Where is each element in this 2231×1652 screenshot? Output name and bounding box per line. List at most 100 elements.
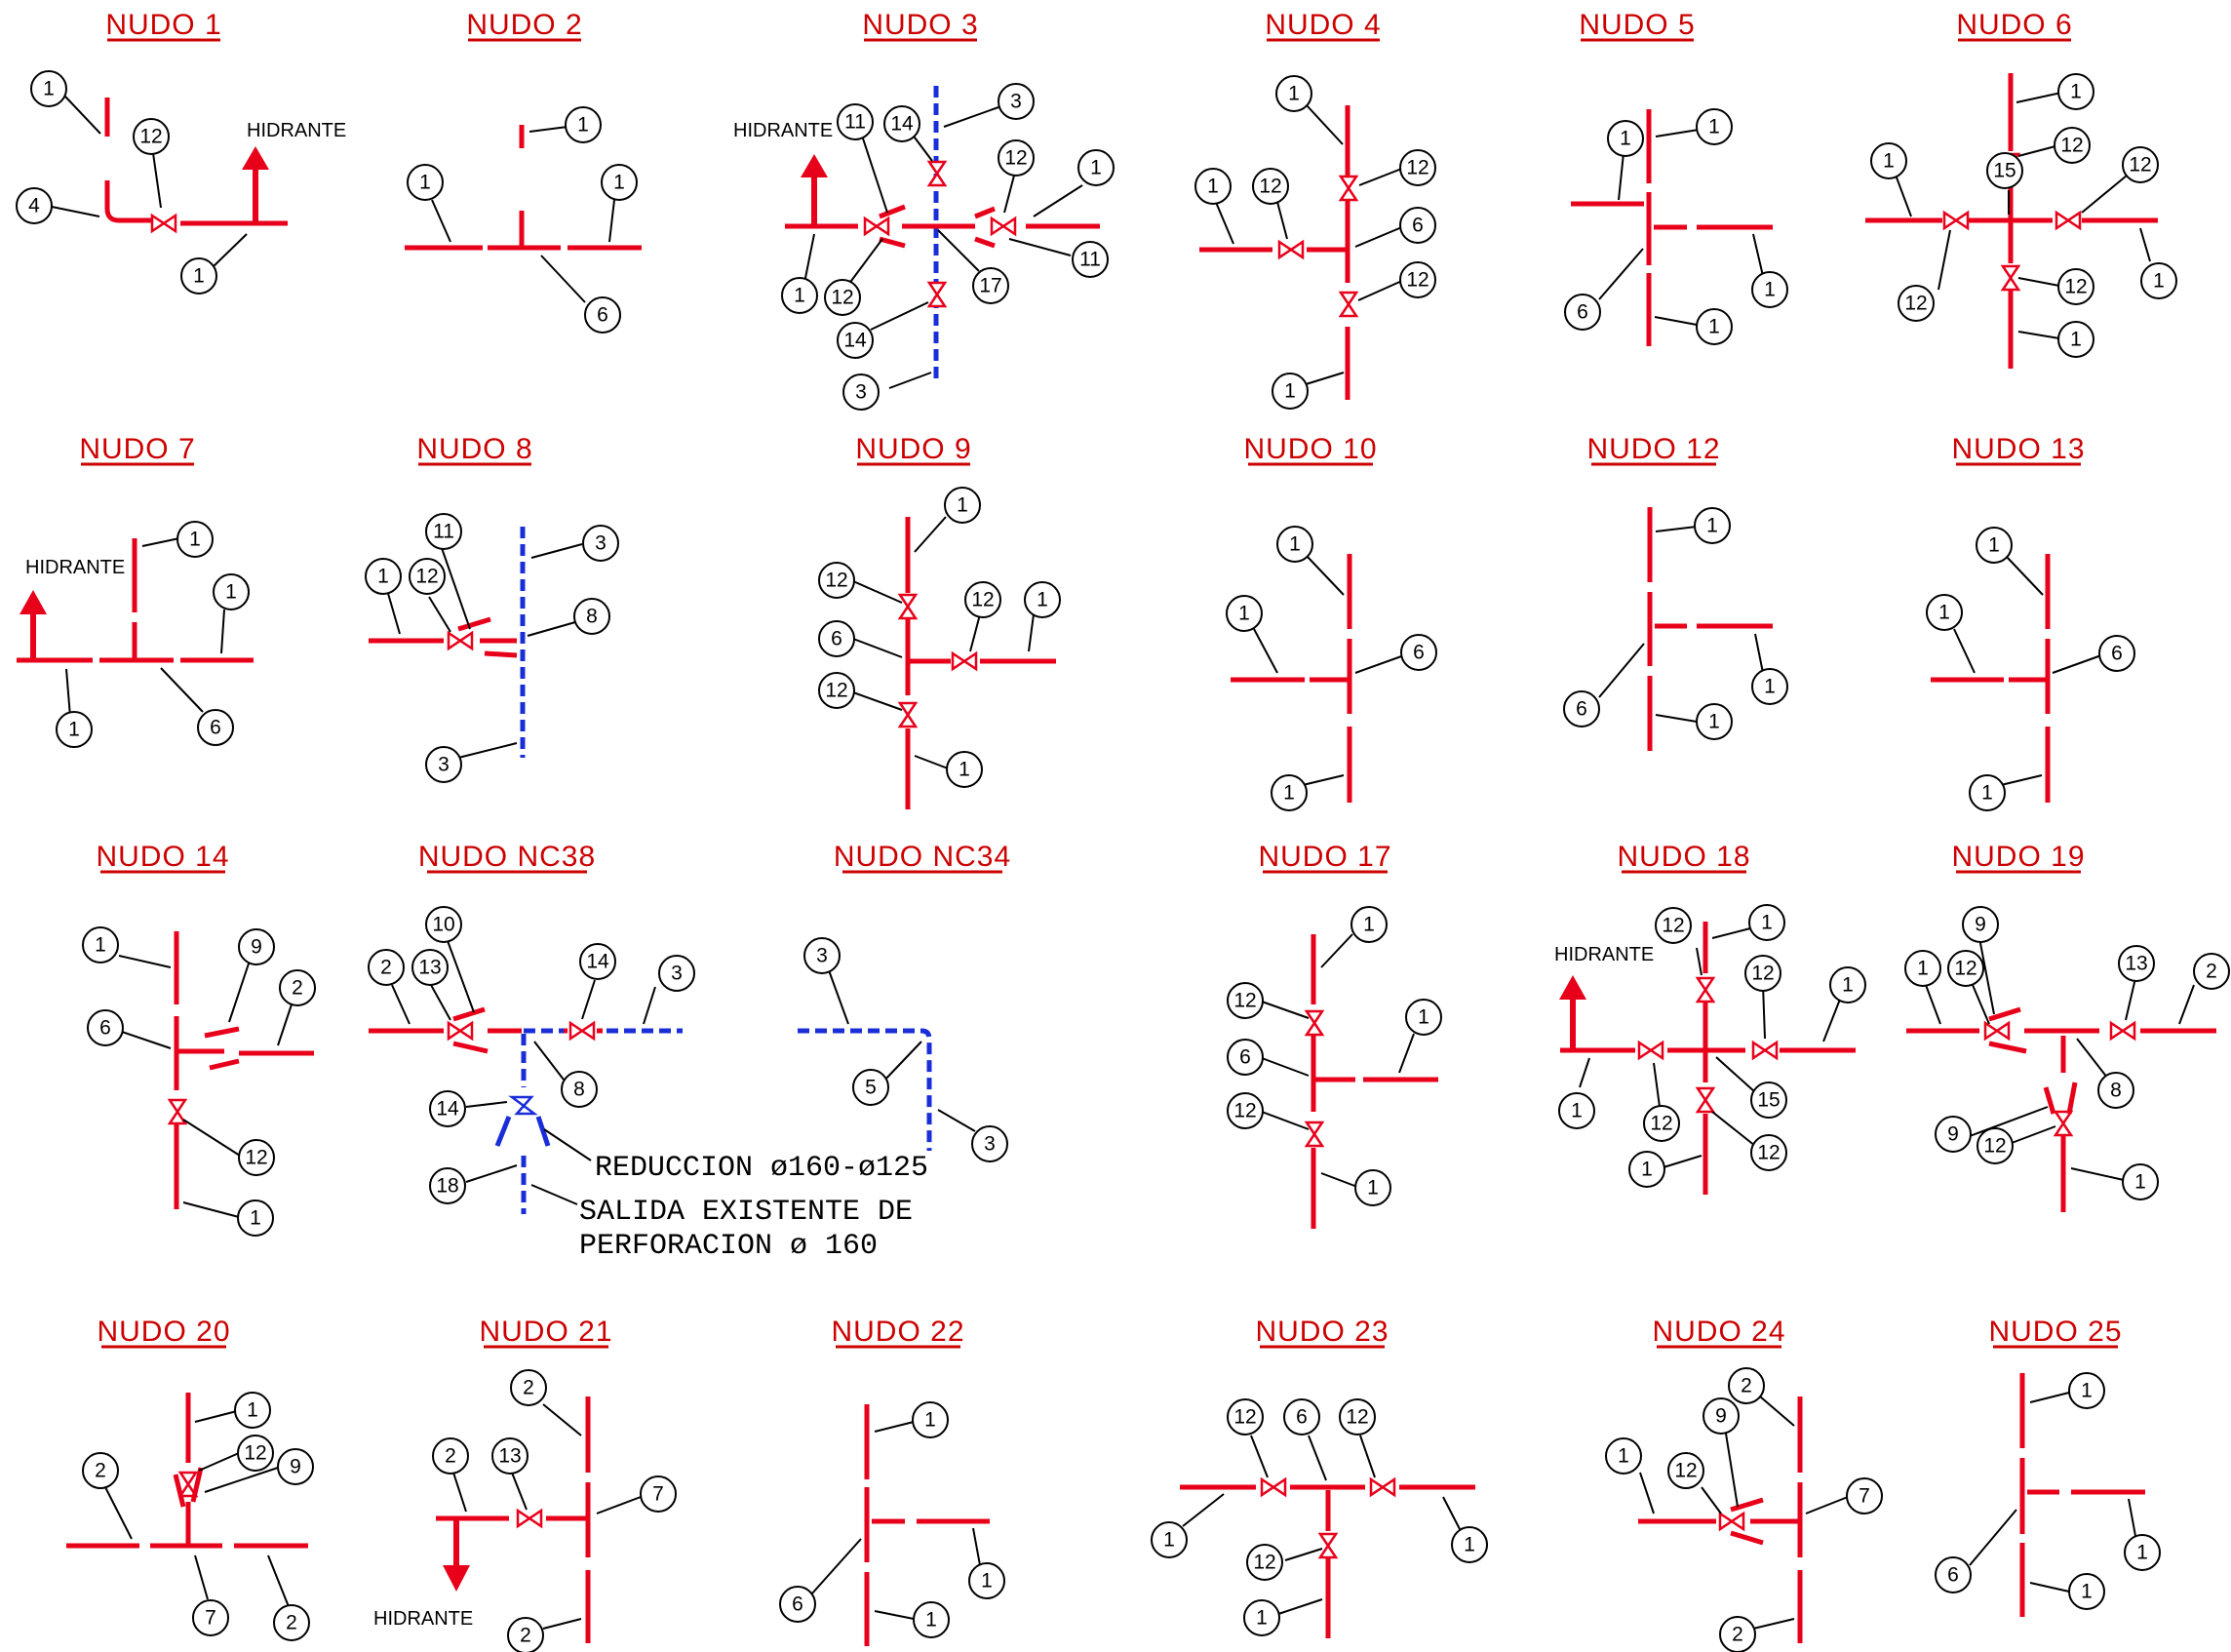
svg-text:8: 8	[586, 606, 598, 628]
svg-text:1: 1	[250, 1207, 261, 1230]
hydrant-label: HIDRANTE	[247, 120, 346, 141]
svg-text:1: 1	[1764, 279, 1776, 301]
callout-bubble: 1	[1969, 774, 2006, 811]
callout-bubble: 12	[1977, 1127, 2014, 1164]
callout-bubble: 11	[1072, 241, 1109, 278]
svg-text:12: 12	[1406, 157, 1429, 179]
svg-text:7: 7	[1859, 1485, 1870, 1508]
callout-bubble: 1	[1077, 149, 1115, 186]
callout-bubble: 6	[1400, 634, 1437, 671]
svg-text:1: 1	[2081, 1581, 2093, 1603]
svg-text:12: 12	[1650, 1113, 1672, 1135]
svg-text:6: 6	[831, 628, 842, 650]
svg-text:12: 12	[1259, 176, 1281, 198]
svg-text:1: 1	[577, 114, 589, 137]
callout-bubble: 2	[279, 969, 316, 1006]
callout-bubble: 8	[561, 1071, 598, 1108]
callout-bubble: 1	[946, 751, 983, 788]
svg-text:3: 3	[984, 1133, 996, 1156]
callout-bubble: 1	[1194, 168, 1232, 205]
svg-text:1: 1	[1883, 150, 1895, 173]
svg-text:12: 12	[1662, 915, 1684, 937]
note-reduccion: REDUCCION ø160-ø125	[595, 1152, 928, 1185]
svg-text:1: 1	[193, 265, 205, 288]
svg-text:2: 2	[380, 957, 392, 979]
svg-text:15: 15	[1757, 1089, 1780, 1112]
svg-text:1: 1	[2153, 270, 2165, 293]
callout-bubble: 1	[365, 558, 402, 595]
callout-bubble: 2	[2193, 953, 2230, 990]
callout-bubble: 1	[1696, 108, 1733, 145]
callout-bubble: 1	[1748, 904, 1785, 941]
svg-text:1: 1	[1418, 1006, 1429, 1029]
callout-bubble: 1	[1558, 1092, 1595, 1129]
svg-text:12: 12	[1346, 1406, 1368, 1429]
callout-bubble: 1	[1607, 120, 1644, 157]
node-14-diagram: 1 9 2 6 12 1	[82, 926, 316, 1237]
callout-bubble: 6	[1564, 294, 1601, 331]
callout-bubble: 12	[1399, 149, 1436, 186]
svg-text:2: 2	[2206, 961, 2217, 983]
svg-text:8: 8	[573, 1079, 585, 1101]
callout-bubble: 12	[1252, 168, 1289, 205]
callout-bubble: 12	[998, 139, 1035, 177]
callout-bubble: 14	[837, 322, 874, 359]
callout-bubble: 12	[1898, 285, 1935, 322]
node-5-diagram: 1 1 6 1 1	[1564, 108, 1788, 346]
node-2-diagram: 1 1 1 6	[405, 106, 642, 334]
node-4-diagram: 1 12 1 12 6 12 1	[1194, 75, 1436, 410]
svg-text:1: 1	[247, 1399, 258, 1422]
callout-bubble: 1	[1350, 906, 1388, 943]
callout-bubble: 14	[579, 943, 616, 980]
hydrant-label: HIDRANTE	[733, 120, 833, 141]
node-title: NUDO 23	[1255, 1316, 1389, 1348]
node-7-diagram: HIDRANTE 1 1 1 6	[17, 521, 254, 748]
callout-bubble: 12	[1339, 1398, 1376, 1436]
node-title: NUDO 7	[79, 433, 195, 465]
svg-text:9: 9	[1975, 914, 1986, 936]
callout-bubble: 11	[425, 513, 462, 550]
svg-text:1: 1	[1917, 958, 1929, 980]
callout-bubble: 7	[640, 1475, 677, 1513]
svg-text:1: 1	[2070, 81, 2082, 103]
svg-text:1: 1	[1764, 676, 1776, 698]
svg-text:6: 6	[597, 304, 608, 327]
svg-text:6: 6	[792, 1593, 803, 1616]
svg-text:6: 6	[1413, 642, 1425, 664]
callout-bubble: 12	[238, 1139, 275, 1176]
node-title: NUDO 10	[1243, 433, 1377, 465]
svg-text:1: 1	[981, 1570, 993, 1593]
svg-text:14: 14	[843, 330, 867, 352]
callout-bubble: 2	[273, 1604, 310, 1641]
callout-bubble: 3	[842, 374, 880, 411]
svg-text:1: 1	[225, 581, 237, 604]
node-nc38-diagram: 10 2 13 14 3 8 14 18 REDUCCION ø160-ø125…	[368, 906, 928, 1263]
callout-bubble: 18	[429, 1167, 466, 1204]
callout-bubble: 1	[237, 1200, 274, 1237]
svg-text:12: 12	[2060, 135, 2083, 157]
callout-bubble: 1	[1904, 950, 1941, 987]
svg-text:12: 12	[1904, 293, 1927, 315]
node-title: NUDO 1	[105, 9, 221, 41]
callout-bubble: 12	[237, 1435, 274, 1472]
callout-bubble: 6	[87, 1009, 124, 1046]
node-21-diagram: HIDRANTE 2 2 13 7 2	[373, 1369, 677, 1652]
node-title: NUDO 13	[1951, 433, 2085, 465]
callout-bubble: 14	[883, 105, 920, 142]
node-10-diagram: 1 1 6 1	[1226, 526, 1437, 811]
node-title: NUDO 5	[1579, 9, 1695, 41]
svg-text:1: 1	[1238, 603, 1250, 625]
svg-text:3: 3	[816, 945, 828, 967]
svg-text:1: 1	[1037, 589, 1048, 611]
svg-text:1: 1	[1571, 1100, 1583, 1122]
callout-bubble: 1	[407, 164, 444, 201]
svg-text:6: 6	[2111, 643, 2123, 665]
node-title: NUDO 17	[1258, 841, 1391, 873]
callout-bubble: 1	[1870, 142, 1907, 179]
node-title: NUDO 24	[1652, 1316, 1785, 1348]
node-titles: NUDO 1 NUDO 2 NUDO 3 NUDO 4 NUDO 5 NUDO …	[79, 9, 2122, 1349]
svg-text:14: 14	[436, 1098, 459, 1121]
callout-bubble: 12	[818, 562, 855, 599]
svg-text:1: 1	[959, 759, 970, 781]
